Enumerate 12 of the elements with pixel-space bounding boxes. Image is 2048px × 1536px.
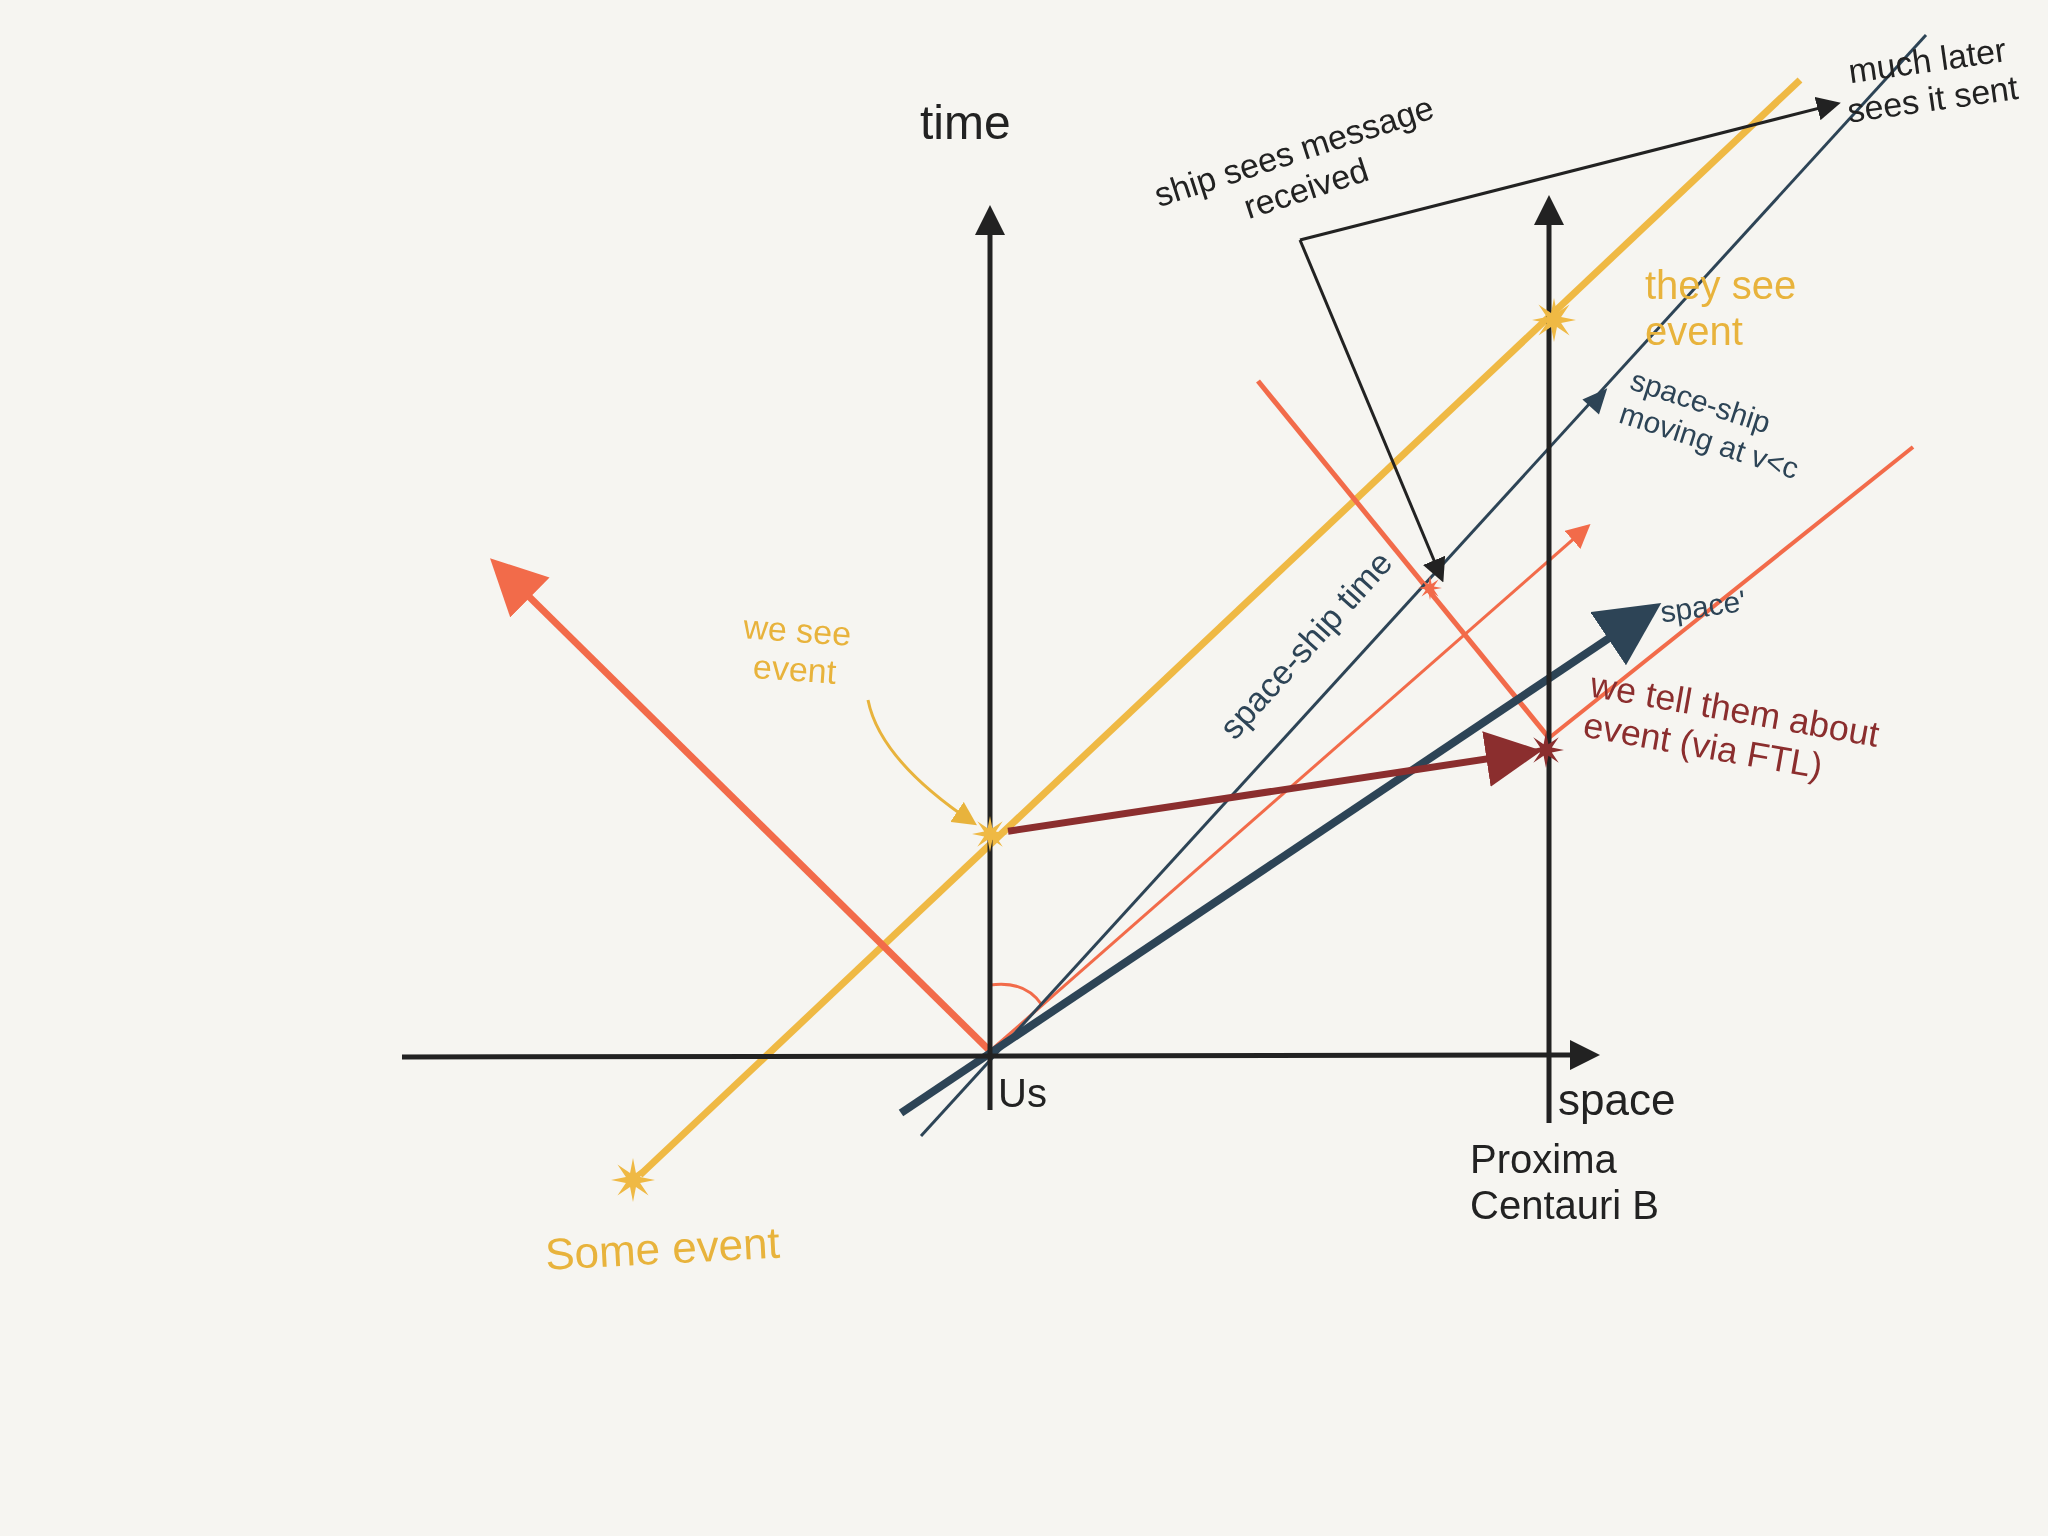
annotation-text: Proxima Centauri B (1470, 1136, 1660, 1228)
leader-line (866, 699, 977, 826)
annotation-text: Some event (543, 1216, 782, 1281)
annotation-text: we tell them about event (via FTL) (1580, 663, 1884, 789)
annotation-text: time (920, 95, 1012, 151)
annotation-text: Us (998, 1070, 1048, 1116)
annotation-text: space (1558, 1075, 1677, 1126)
annotation-text: we see event (741, 606, 854, 693)
annotation-text: much later sees it sent (1843, 29, 2022, 132)
leader-line (1298, 239, 1446, 583)
arrow (1299, 96, 1841, 242)
annotation-text: space' (1658, 582, 1749, 630)
